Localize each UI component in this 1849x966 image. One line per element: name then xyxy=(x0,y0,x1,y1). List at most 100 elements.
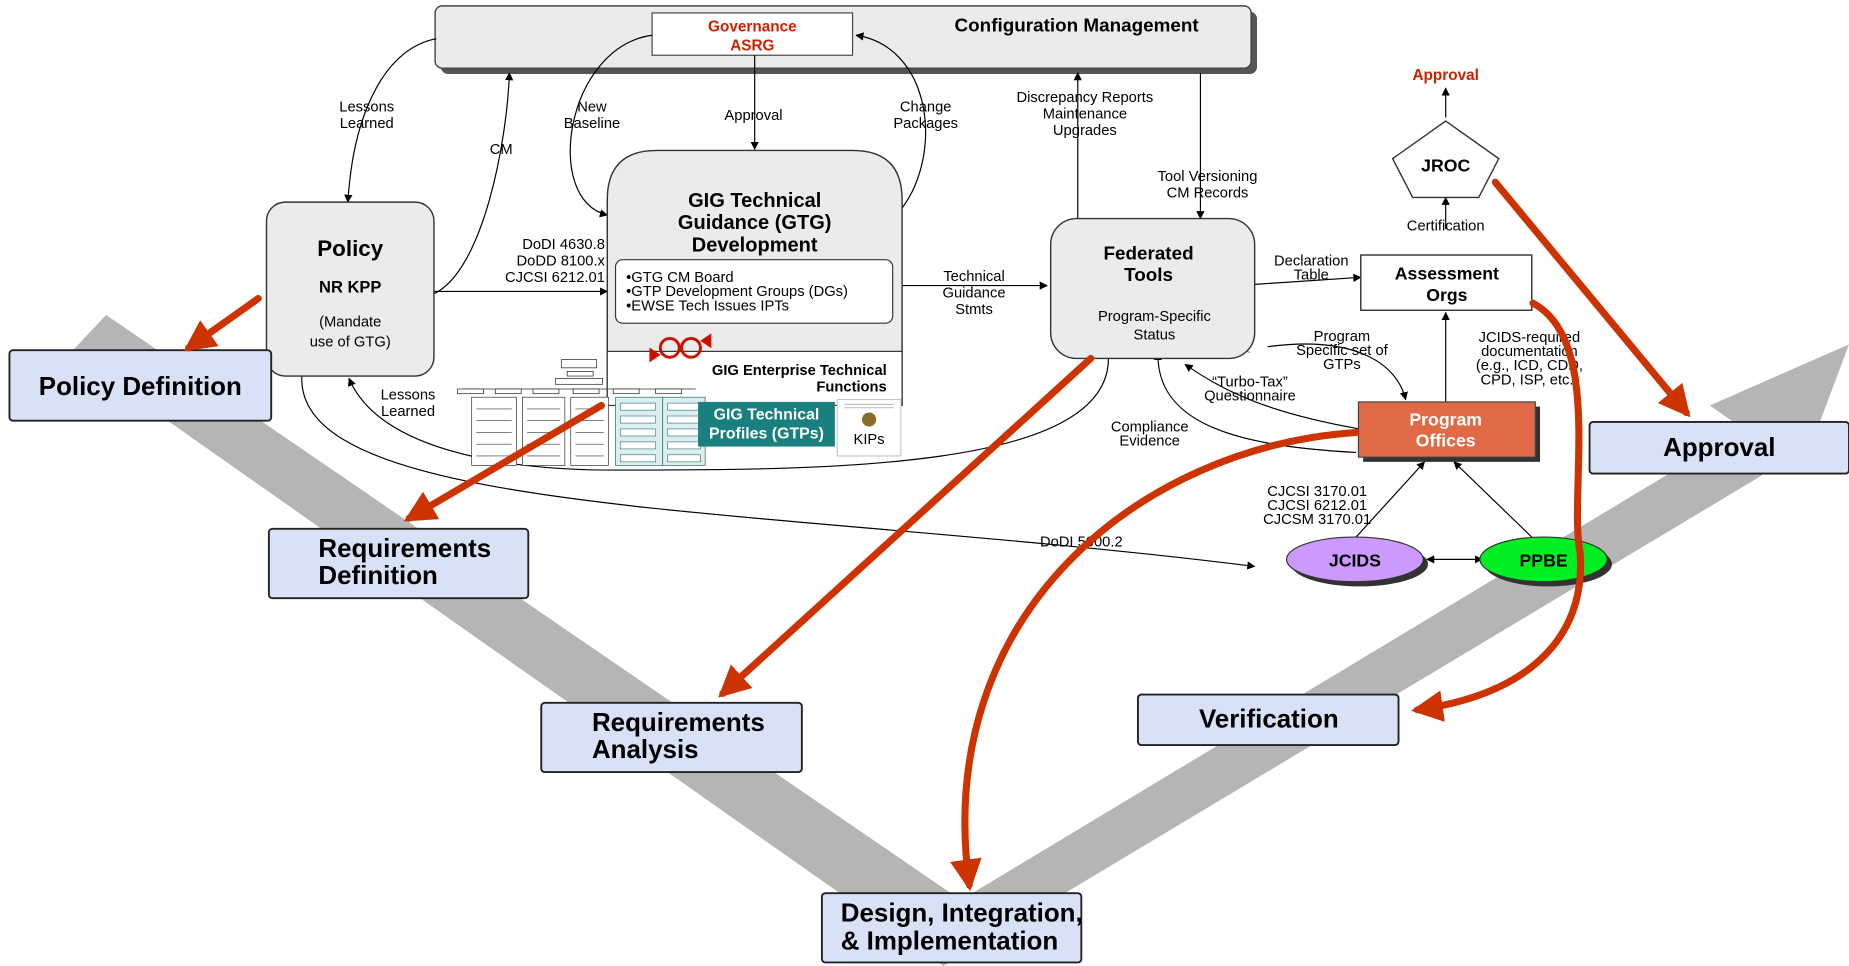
gtg-development-box: GIG Technical Guidance (GTG) Development… xyxy=(606,149,903,407)
approval-edge-label: Approval xyxy=(724,108,782,124)
cjcsi-ref-1: CJCSI 3170.01 xyxy=(1267,484,1367,500)
gtg-title-2: Guidance (GTG) xyxy=(678,212,832,234)
cm-label: CM xyxy=(490,142,513,158)
program-offices-2: Offices xyxy=(1416,431,1476,451)
ppbe-label: PPBE xyxy=(1520,550,1568,570)
org-chart-columns xyxy=(457,388,706,466)
cjcsi-ref-3: CJCSM 3170.01 xyxy=(1263,512,1371,528)
mandate-line2: use of GTG) xyxy=(310,335,391,351)
approval-phase-label: Approval xyxy=(1663,434,1775,462)
program-specific-2: Specific set of xyxy=(1296,343,1389,359)
nr-kpp-label: NR KPP xyxy=(319,279,381,297)
policy-box: Policy NR KPP (Mandate use of GTG) xyxy=(265,201,435,377)
req-analysis-line2: Analysis xyxy=(592,736,699,764)
edge-labels: Lessons Learned CM New Baseline Approval… xyxy=(339,90,1583,550)
red-arrow-to-requirements-definition xyxy=(403,401,605,522)
compliance-2: Evidence xyxy=(1119,433,1180,449)
jcids-doc-4: CPD, ISP, etc.) xyxy=(1480,372,1578,388)
phase-approval: Approval xyxy=(1588,420,1849,475)
discrepancy-3: Upgrades xyxy=(1053,123,1117,139)
declaration-1: Declaration xyxy=(1274,254,1349,270)
change-packages-1: Change xyxy=(900,100,952,116)
req-analysis-line1: Requirements xyxy=(592,709,765,737)
approval-top-label: Approval xyxy=(1412,67,1478,84)
federated-sub-1: Program-Specific xyxy=(1098,309,1211,325)
phase-policy-definition: Policy Definition xyxy=(8,349,273,422)
design-line2: & Implementation xyxy=(841,928,1058,956)
gtg-item-ipts: •EWSE Tech Issues IPTs xyxy=(626,298,789,314)
cycle-icon xyxy=(649,333,712,363)
gtp-profiles-box: GIG Technical Profiles (GTPs) xyxy=(698,401,835,447)
phase-verification: Verification xyxy=(1136,693,1400,747)
tool-versioning-2: CM Records xyxy=(1167,185,1249,201)
program-specific-3: GTPs xyxy=(1323,357,1361,373)
gtg-item-cm-board: •GTG CM Board xyxy=(626,270,733,286)
lessons-learned-top-1: Lessons xyxy=(339,100,394,116)
gtg-title-3: Development xyxy=(692,235,818,257)
governance-label: Governance xyxy=(708,19,797,36)
governance-asrg-box: Governance ASRG xyxy=(651,12,854,56)
gtp-line2: Profiles (GTPs) xyxy=(709,425,824,442)
lessons-learned-bottom-2: Learned xyxy=(381,404,435,420)
federated-title-1: Federated xyxy=(1103,243,1193,264)
discrepancy-1: Discrepancy Reports xyxy=(1017,90,1154,106)
red-arrow-to-verification xyxy=(1411,299,1585,722)
lessons-learned-top-2: Learned xyxy=(340,116,394,132)
jcids-doc-2: documentation xyxy=(1481,344,1578,360)
tech-guidance-2: Guidance xyxy=(942,285,1005,301)
new-baseline-1: New xyxy=(577,100,607,116)
phase-requirements-definition: Requirements Definition xyxy=(267,527,530,600)
enterprise-functions-1: GIG Enterprise Technical xyxy=(712,363,887,379)
turbo-tax-2: Questionnaire xyxy=(1204,389,1296,405)
jcids-ellipse: JCIDS xyxy=(1285,536,1429,587)
red-arrow-to-design xyxy=(950,428,1360,892)
change-packages-2: Packages xyxy=(893,116,958,132)
design-line1: Design, Integration, xyxy=(841,899,1083,927)
seal-icon xyxy=(861,412,877,427)
gtp-line1: GIG Technical xyxy=(714,407,820,424)
req-def-line2: Definition xyxy=(318,562,437,590)
connector-arrows xyxy=(301,32,1534,570)
federated-sub-2: Status xyxy=(1134,328,1176,344)
verification-label: Verification xyxy=(1199,705,1339,733)
kips-label: KIPs xyxy=(854,432,885,448)
tool-versioning-1: Tool Versioning xyxy=(1158,169,1258,185)
jcids-doc-3: (e.g., ICD, CDD, xyxy=(1476,358,1583,374)
program-offices-box: Program Offices xyxy=(1357,401,1541,462)
red-flow-arrows xyxy=(183,178,1691,892)
red-arrow-to-policy-definition xyxy=(183,294,262,352)
req-def-line1: Requirements xyxy=(318,535,491,563)
compliance-1: Compliance xyxy=(1111,419,1189,435)
program-offices-1: Program xyxy=(1409,409,1482,429)
gtg-title-1: GIG Technical xyxy=(688,190,821,212)
turbo-tax-1: “Turbo-Tax” xyxy=(1212,375,1288,391)
phase-requirements-analysis: Requirements Analysis xyxy=(540,701,803,774)
jcids-doc-1: JCIDS-required xyxy=(1479,330,1581,346)
jroc-label: JROC xyxy=(1421,156,1470,176)
policy-definition-label: Policy Definition xyxy=(39,373,242,401)
new-baseline-2: Baseline xyxy=(564,116,621,132)
jcids-label: JCIDS xyxy=(1329,550,1381,570)
kips-document: KIPs xyxy=(836,399,902,457)
red-arrow-to-requirements-analysis xyxy=(718,354,1095,698)
gtg-item-dgs: •GTP Development Groups (DGs) xyxy=(626,284,848,300)
tech-guidance-1: Technical xyxy=(943,269,1004,285)
tech-guidance-3: Stmts xyxy=(955,302,993,318)
program-specific-1: Program xyxy=(1314,329,1370,345)
enterprise-functions-2: Functions xyxy=(816,379,886,395)
asrg-label: ASRG xyxy=(730,38,774,55)
federated-title-2: Tools xyxy=(1124,264,1173,285)
assessment-line1: Assessment xyxy=(1395,264,1499,284)
dodi-ref-1: DoDI 4630.8 xyxy=(522,237,605,253)
federated-tools-box: Federated Tools Program-Specific Status xyxy=(1049,217,1256,360)
mandate-line1: (Mandate xyxy=(319,315,381,331)
dodi-5000-label: DoDI 5000.2 xyxy=(1040,534,1123,550)
dodi-ref-2: DoDD 8100.x xyxy=(517,254,606,270)
discrepancy-2: Maintenance xyxy=(1043,107,1127,123)
config-mgmt-title: Configuration Management xyxy=(955,15,1200,36)
cjcsi-ref-2: CJCSI 6212.01 xyxy=(1267,498,1367,514)
assessment-orgs-box: Assessment Orgs xyxy=(1360,254,1533,311)
policy-title: Policy xyxy=(317,236,384,261)
